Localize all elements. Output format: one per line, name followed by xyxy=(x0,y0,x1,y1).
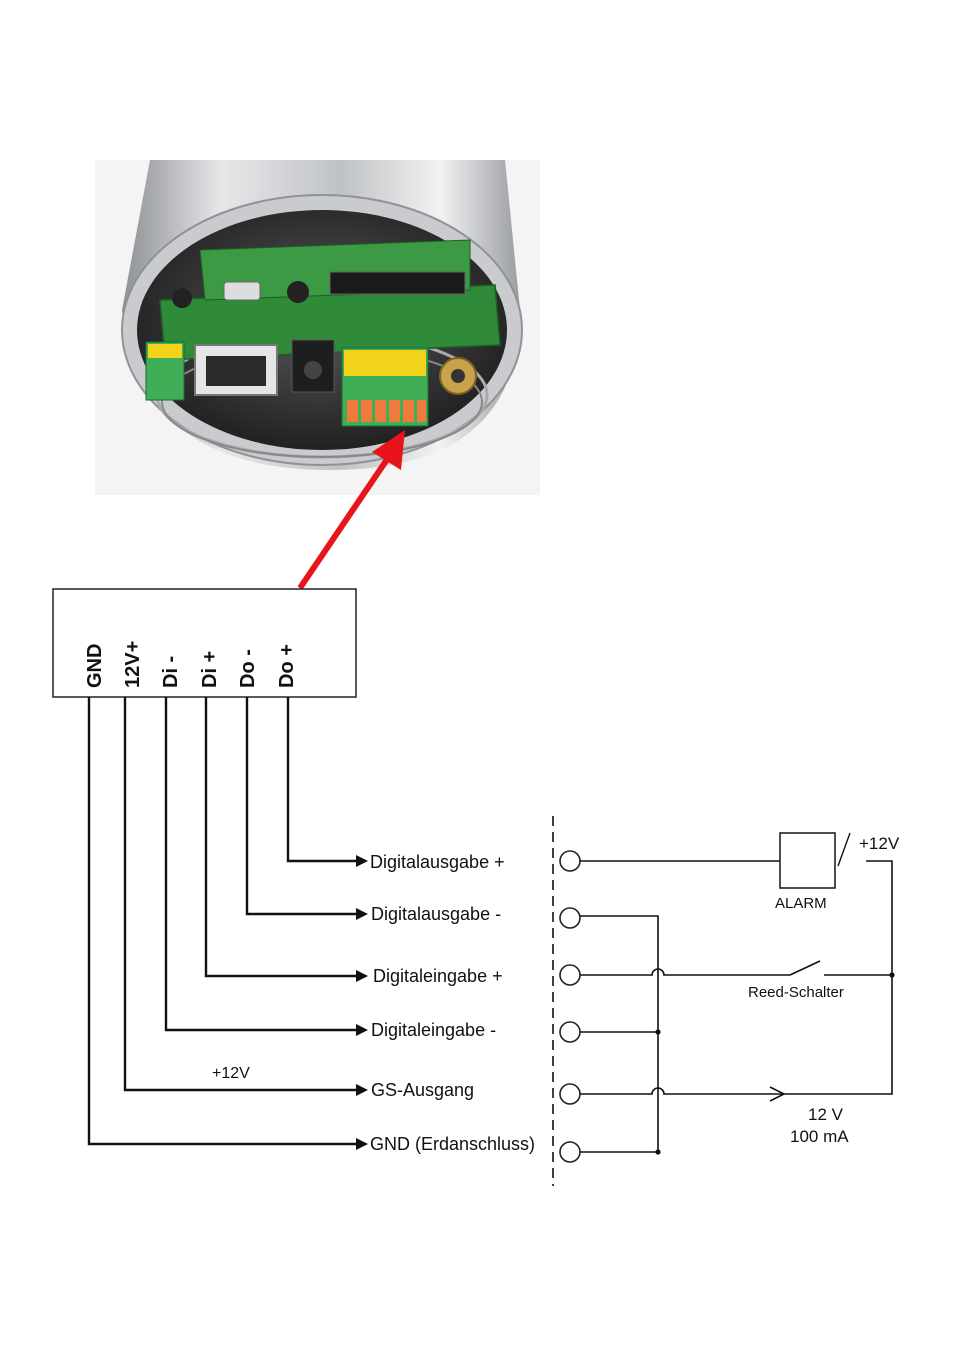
pin-label-do-minus: Do - xyxy=(237,649,259,688)
external-labels: ALARM +12V Reed-Schalter 12 V 100 mA xyxy=(748,834,900,1146)
source-voltage-label: 12 V xyxy=(808,1105,844,1124)
supply-note: +12V xyxy=(212,1065,250,1082)
reed-switch-label: Reed-Schalter xyxy=(748,984,844,1001)
terminal-gnd xyxy=(559,1141,581,1163)
signal-label-di-plus: Digitaleingabe + xyxy=(373,966,503,986)
alarm-supply-label: +12V xyxy=(859,834,900,853)
pin-label-gnd: GND xyxy=(84,644,106,688)
connector-wires xyxy=(87,697,358,1146)
camera-photo xyxy=(95,160,540,495)
external-circuit xyxy=(580,860,895,1155)
wire-arrowheads xyxy=(356,855,368,1150)
connector-pin-labels: GND 12V+ Di - Di + Do - Do + xyxy=(84,641,298,688)
signal-label-do-minus: Digitalausgabe - xyxy=(371,904,501,924)
signal-label-do-plus: Digitalausgabe + xyxy=(370,852,505,872)
source-current-label: 100 mA xyxy=(790,1127,849,1146)
terminal-di-plus xyxy=(559,964,581,986)
terminal-do-plus xyxy=(559,850,581,872)
signal-label-gs-output: GS-Ausgang xyxy=(371,1080,474,1100)
pin-label-12v: 12V+ xyxy=(122,641,144,688)
connector-box xyxy=(52,588,357,698)
signal-label-gnd: GND (Erdanschluss) xyxy=(370,1134,535,1154)
signal-label-di-minus: Digitaleingabe - xyxy=(371,1020,496,1040)
terminal-di-minus xyxy=(559,1021,581,1043)
terminal-circles xyxy=(559,850,581,1163)
pin-label-di-minus: Di - xyxy=(160,656,182,688)
pin-label-di-plus: Di + xyxy=(199,651,221,688)
alarm-supply-line xyxy=(837,832,851,867)
red-arrow-icon xyxy=(297,430,405,590)
signal-labels: Digitalausgabe + Digitalausgabe - Digita… xyxy=(212,852,535,1154)
pin-label-do-plus: Do + xyxy=(276,644,298,688)
terminal-gs-output xyxy=(559,1083,581,1105)
alarm-label: ALARM xyxy=(775,895,827,912)
alarm-box xyxy=(779,832,836,889)
terminal-do-minus xyxy=(559,907,581,929)
